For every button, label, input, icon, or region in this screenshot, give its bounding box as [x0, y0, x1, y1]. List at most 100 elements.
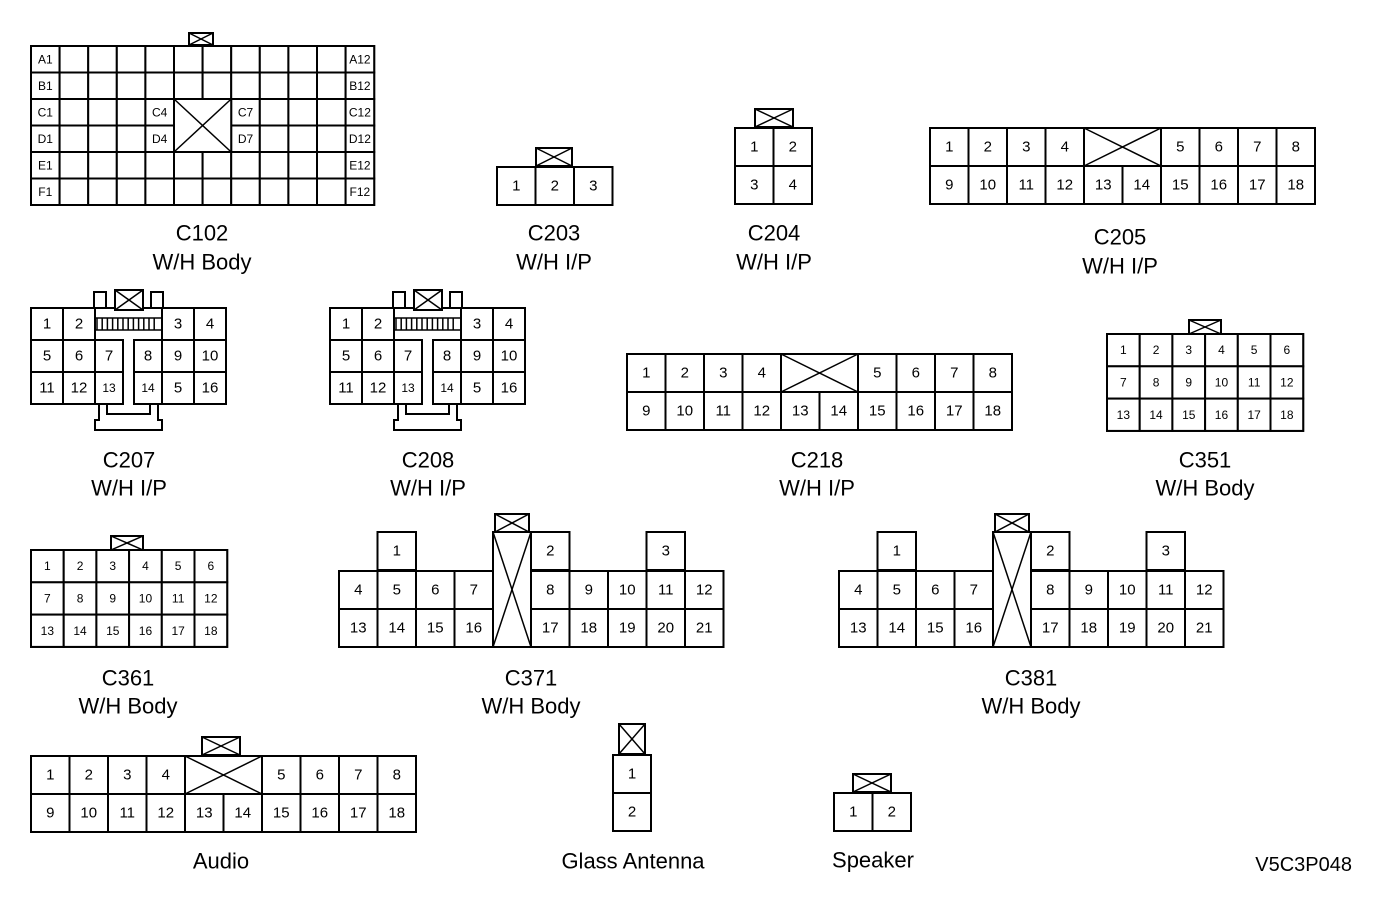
connector-id: C207: [103, 448, 156, 473]
pin-number: 7: [105, 348, 113, 365]
row-label: D12: [349, 132, 371, 146]
pin-number: 7: [404, 348, 412, 365]
pin-number: 18: [388, 805, 405, 822]
connector-id: C218: [791, 448, 844, 473]
pin-number: 11: [119, 805, 135, 822]
pin-number: 15: [869, 403, 886, 420]
cavity: [68, 793, 109, 833]
cavity: [193, 581, 229, 616]
cavity: [376, 531, 417, 571]
cavity: [287, 177, 318, 206]
pin-number: 6: [75, 348, 83, 365]
pin-number: 7: [970, 582, 978, 599]
pin-number: 4: [505, 316, 513, 333]
cavity: [230, 151, 261, 180]
pin-number: 17: [350, 805, 367, 822]
row-label: C12: [349, 105, 371, 119]
row-label: B1: [38, 79, 53, 93]
cavity: [492, 371, 526, 405]
pin-number: 1: [628, 766, 636, 783]
pin-number: 18: [1080, 620, 1097, 637]
x-mark: [992, 531, 1032, 648]
pin-number: 16: [907, 403, 924, 420]
pin-number: 2: [888, 804, 896, 821]
pin-number: 12: [1280, 375, 1294, 389]
cavity: [1269, 397, 1305, 432]
pin-number: 6: [931, 582, 939, 599]
pin-number: 14: [1149, 408, 1163, 422]
pin-number: 6: [208, 559, 215, 573]
pin-number: 5: [473, 380, 481, 397]
row-label: F1: [38, 185, 52, 199]
housing-outline: [94, 404, 163, 431]
pin-number: 11: [1018, 177, 1034, 194]
pin-number: 5: [893, 582, 901, 599]
cavity: [58, 98, 90, 127]
row-label: A1: [38, 52, 53, 66]
pin-number: 12: [1056, 177, 1073, 194]
pin-number: 6: [1284, 343, 1291, 357]
pin-number: 2: [85, 767, 93, 784]
pin-number: 8: [989, 365, 997, 382]
pin-number: 10: [501, 348, 518, 365]
pin-number: 17: [542, 620, 559, 637]
pin-number: 5: [277, 767, 285, 784]
cavity: [338, 608, 379, 648]
pin-number: 16: [965, 620, 982, 637]
latch: [392, 291, 406, 309]
cavity: [1198, 127, 1239, 167]
cavity: [1237, 165, 1278, 205]
cavity: [299, 755, 340, 795]
pin-number: 5: [175, 559, 182, 573]
cavity: [316, 177, 347, 206]
cavity: [432, 339, 462, 373]
housing-outline: [106, 404, 151, 415]
pin-number: 15: [273, 805, 290, 822]
pin-number: 8: [546, 582, 554, 599]
row-label: B12: [349, 79, 371, 93]
pin-number: 4: [354, 582, 362, 599]
cavity: [1275, 127, 1316, 167]
pin-number: 12: [1196, 582, 1213, 599]
cavity: [626, 391, 667, 431]
pin-number: 4: [1218, 343, 1225, 357]
cavity: [144, 45, 175, 74]
pin-number: 20: [1157, 620, 1174, 637]
cavity: [62, 613, 98, 648]
cavity: [58, 124, 90, 153]
pin-number: 4: [758, 365, 766, 382]
cavity: [87, 177, 118, 206]
pin-number: 7: [1120, 375, 1127, 389]
pin-number: 18: [580, 620, 597, 637]
cavity: [664, 391, 705, 431]
connector-id: C208: [402, 448, 455, 473]
pin-number: 7: [354, 767, 362, 784]
pin-number: 14: [234, 805, 251, 822]
pin-number: 8: [393, 767, 401, 784]
pin-number: 16: [311, 805, 328, 822]
cavity: [287, 98, 318, 127]
x-mark: [492, 531, 532, 648]
cavity: [876, 531, 917, 571]
x-mark: [780, 353, 859, 393]
cavity: [612, 792, 652, 832]
pin-number: 5: [1176, 139, 1184, 156]
connector-id: C381: [1005, 666, 1058, 691]
cavity: [30, 793, 71, 833]
pin-number: 7: [1253, 139, 1261, 156]
pin-number: 11: [39, 380, 55, 397]
cavity: [115, 71, 147, 100]
connector-id: C351: [1179, 448, 1232, 473]
pin-number: 2: [681, 365, 689, 382]
cavity: [492, 339, 526, 373]
pin-number: 11: [658, 582, 674, 599]
pin-number: 10: [202, 348, 219, 365]
cavity: [734, 165, 775, 205]
cavity: [1145, 531, 1186, 571]
pin-number: 4: [142, 559, 149, 573]
